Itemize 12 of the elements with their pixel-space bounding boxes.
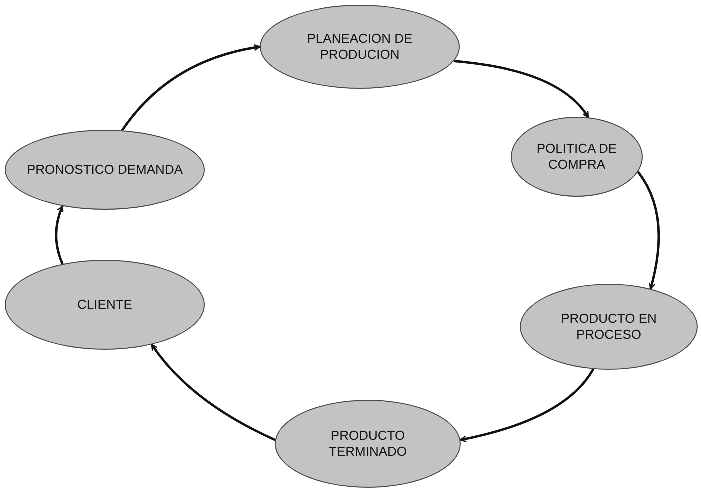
curved-arrow: [55, 206, 64, 265]
node-label: CLIENTE: [78, 297, 132, 313]
node-label: PRODUCTO EN PROCESO: [560, 311, 658, 343]
curved-arrow: [460, 368, 595, 442]
node-label: PLANEACION DE PRODUCION: [306, 31, 414, 63]
node-label: PRONOSTICO DEMANDA: [26, 162, 183, 178]
curved-arrow: [121, 44, 261, 132]
node-label: PRODUCTO TERMINADO: [328, 428, 408, 460]
curved-arrow: [150, 344, 276, 442]
curved-arrow: [454, 60, 590, 118]
curved-arrow: [637, 171, 660, 290]
node-label: POLITICA DE COMPRA: [536, 141, 618, 173]
